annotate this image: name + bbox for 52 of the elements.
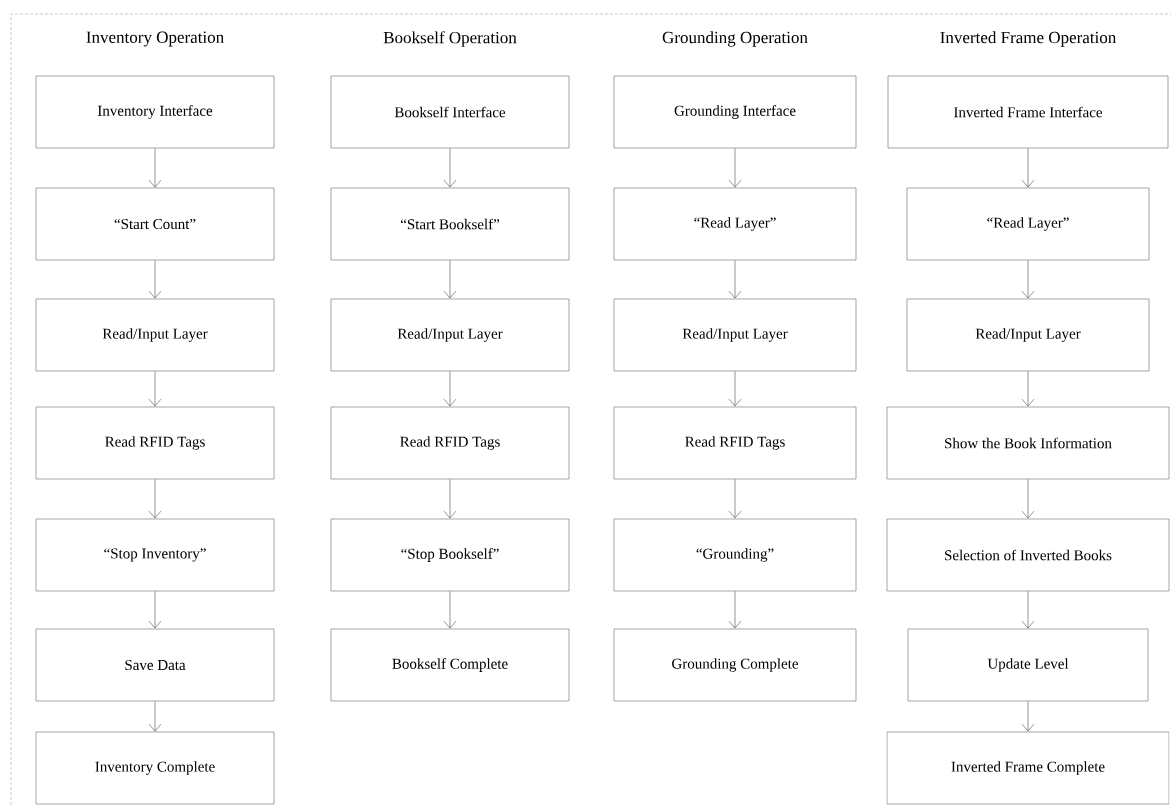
arrow (443, 371, 457, 407)
arrow (443, 148, 457, 188)
arrow (1021, 591, 1035, 629)
arrow (148, 701, 162, 732)
process-box: Bookself Interface (330, 75, 570, 149)
arrow (728, 479, 742, 519)
arrow (148, 591, 162, 629)
arrow (148, 479, 162, 519)
column-heading: Inverted Frame Operation (940, 31, 1117, 47)
arrow (1021, 260, 1035, 299)
process-box: “Read Layer” (613, 187, 857, 261)
process-box: Read/Input Layer (613, 298, 857, 372)
column-heading: Grounding Operation (662, 31, 808, 47)
process-box: Read RFID Tags (613, 406, 857, 480)
process-box: Read/Input Layer (330, 298, 570, 372)
process-box: Inventory Complete (35, 731, 275, 805)
arrow (1021, 371, 1035, 407)
process-box: Read RFID Tags (330, 406, 570, 480)
arrow (148, 371, 162, 407)
process-box: Bookself Complete (330, 628, 570, 702)
process-box: Save Data (35, 628, 275, 702)
arrow (1021, 701, 1035, 732)
arrow (443, 260, 457, 299)
arrow (728, 591, 742, 629)
process-box: “Grounding” (613, 518, 857, 592)
process-box: Show the Book Information (886, 406, 1170, 480)
process-box: Inverted Frame Interface (887, 75, 1169, 149)
arrow (728, 260, 742, 299)
process-box: “Start Count” (35, 187, 275, 261)
process-box: Selection of Inverted Books (886, 518, 1170, 592)
column-heading: Inventory Operation (86, 31, 224, 47)
process-box: “Stop Bookself” (330, 518, 570, 592)
process-box: Inverted Frame Complete (886, 731, 1170, 805)
process-box: Read RFID Tags (35, 406, 275, 480)
process-box: “Start Bookself” (330, 187, 570, 261)
column-heading: Bookself Operation (383, 31, 517, 47)
arrow (148, 260, 162, 299)
arrow (1021, 148, 1035, 188)
arrow (148, 148, 162, 188)
arrow (728, 371, 742, 407)
process-box: Inventory Interface (35, 75, 275, 149)
process-box: Read/Input Layer (906, 298, 1150, 372)
arrow (443, 479, 457, 519)
process-box: Grounding Complete (613, 628, 857, 702)
process-box: Update Level (907, 628, 1149, 702)
arrow (728, 148, 742, 188)
arrow (1021, 479, 1035, 519)
process-box: Read/Input Layer (35, 298, 275, 372)
process-box: Grounding Interface (613, 75, 857, 149)
process-box: “Read Layer” (906, 187, 1150, 261)
process-box: “Stop Inventory” (35, 518, 275, 592)
arrow (443, 591, 457, 629)
